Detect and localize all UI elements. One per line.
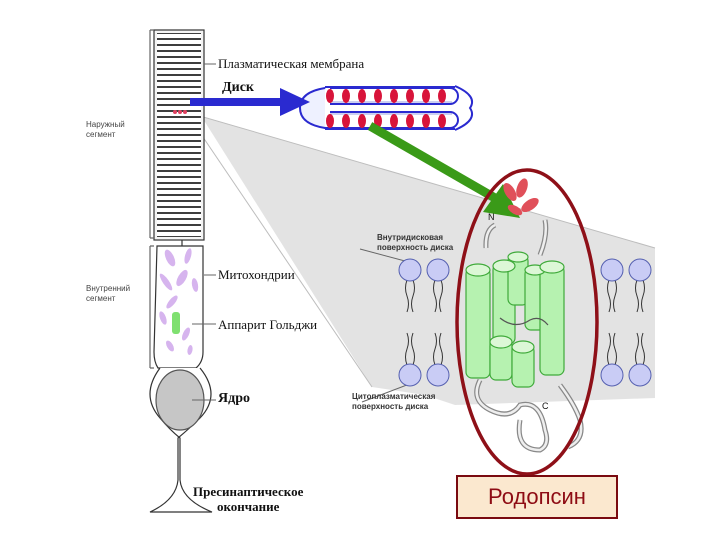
lipid-head xyxy=(601,364,623,386)
lipid-head xyxy=(427,364,449,386)
label-disk: Диск xyxy=(222,81,254,95)
label-inner-segment: Внутренний сегмент xyxy=(86,284,130,304)
rhodopsin-label-box: Родопсин xyxy=(456,475,618,519)
label-outer-segment: Наружный сегмент xyxy=(86,120,125,140)
lipid-head xyxy=(629,364,651,386)
label-cytoplasmic-surface: Цитоплазматическая поверхность диска xyxy=(352,392,435,413)
label-presynaptic-terminal: Пресинаптическое окончание xyxy=(193,485,303,515)
label-n-terminus: N xyxy=(488,213,495,222)
lipid-head xyxy=(427,259,449,281)
golgi-body xyxy=(172,312,180,334)
lipid-head xyxy=(629,259,651,281)
label-plasma-membrane: Плазматическая мембрана xyxy=(218,57,364,70)
label-rhodopsin: Родопсин xyxy=(488,484,586,510)
lipid-head xyxy=(601,259,623,281)
label-nucleus: Ядро xyxy=(218,392,250,406)
lipid-head xyxy=(399,259,421,281)
disk-magnified xyxy=(300,86,472,130)
label-golgi: Аппарит Гольджи xyxy=(218,318,317,331)
label-intradisk-surface: Внутридисковая поверхность диска xyxy=(377,233,453,254)
highlighted-disk xyxy=(173,110,187,114)
label-c-terminus: C xyxy=(542,402,549,411)
label-mitochondria: Митохондрии xyxy=(218,268,295,281)
lipid-head xyxy=(399,364,421,386)
